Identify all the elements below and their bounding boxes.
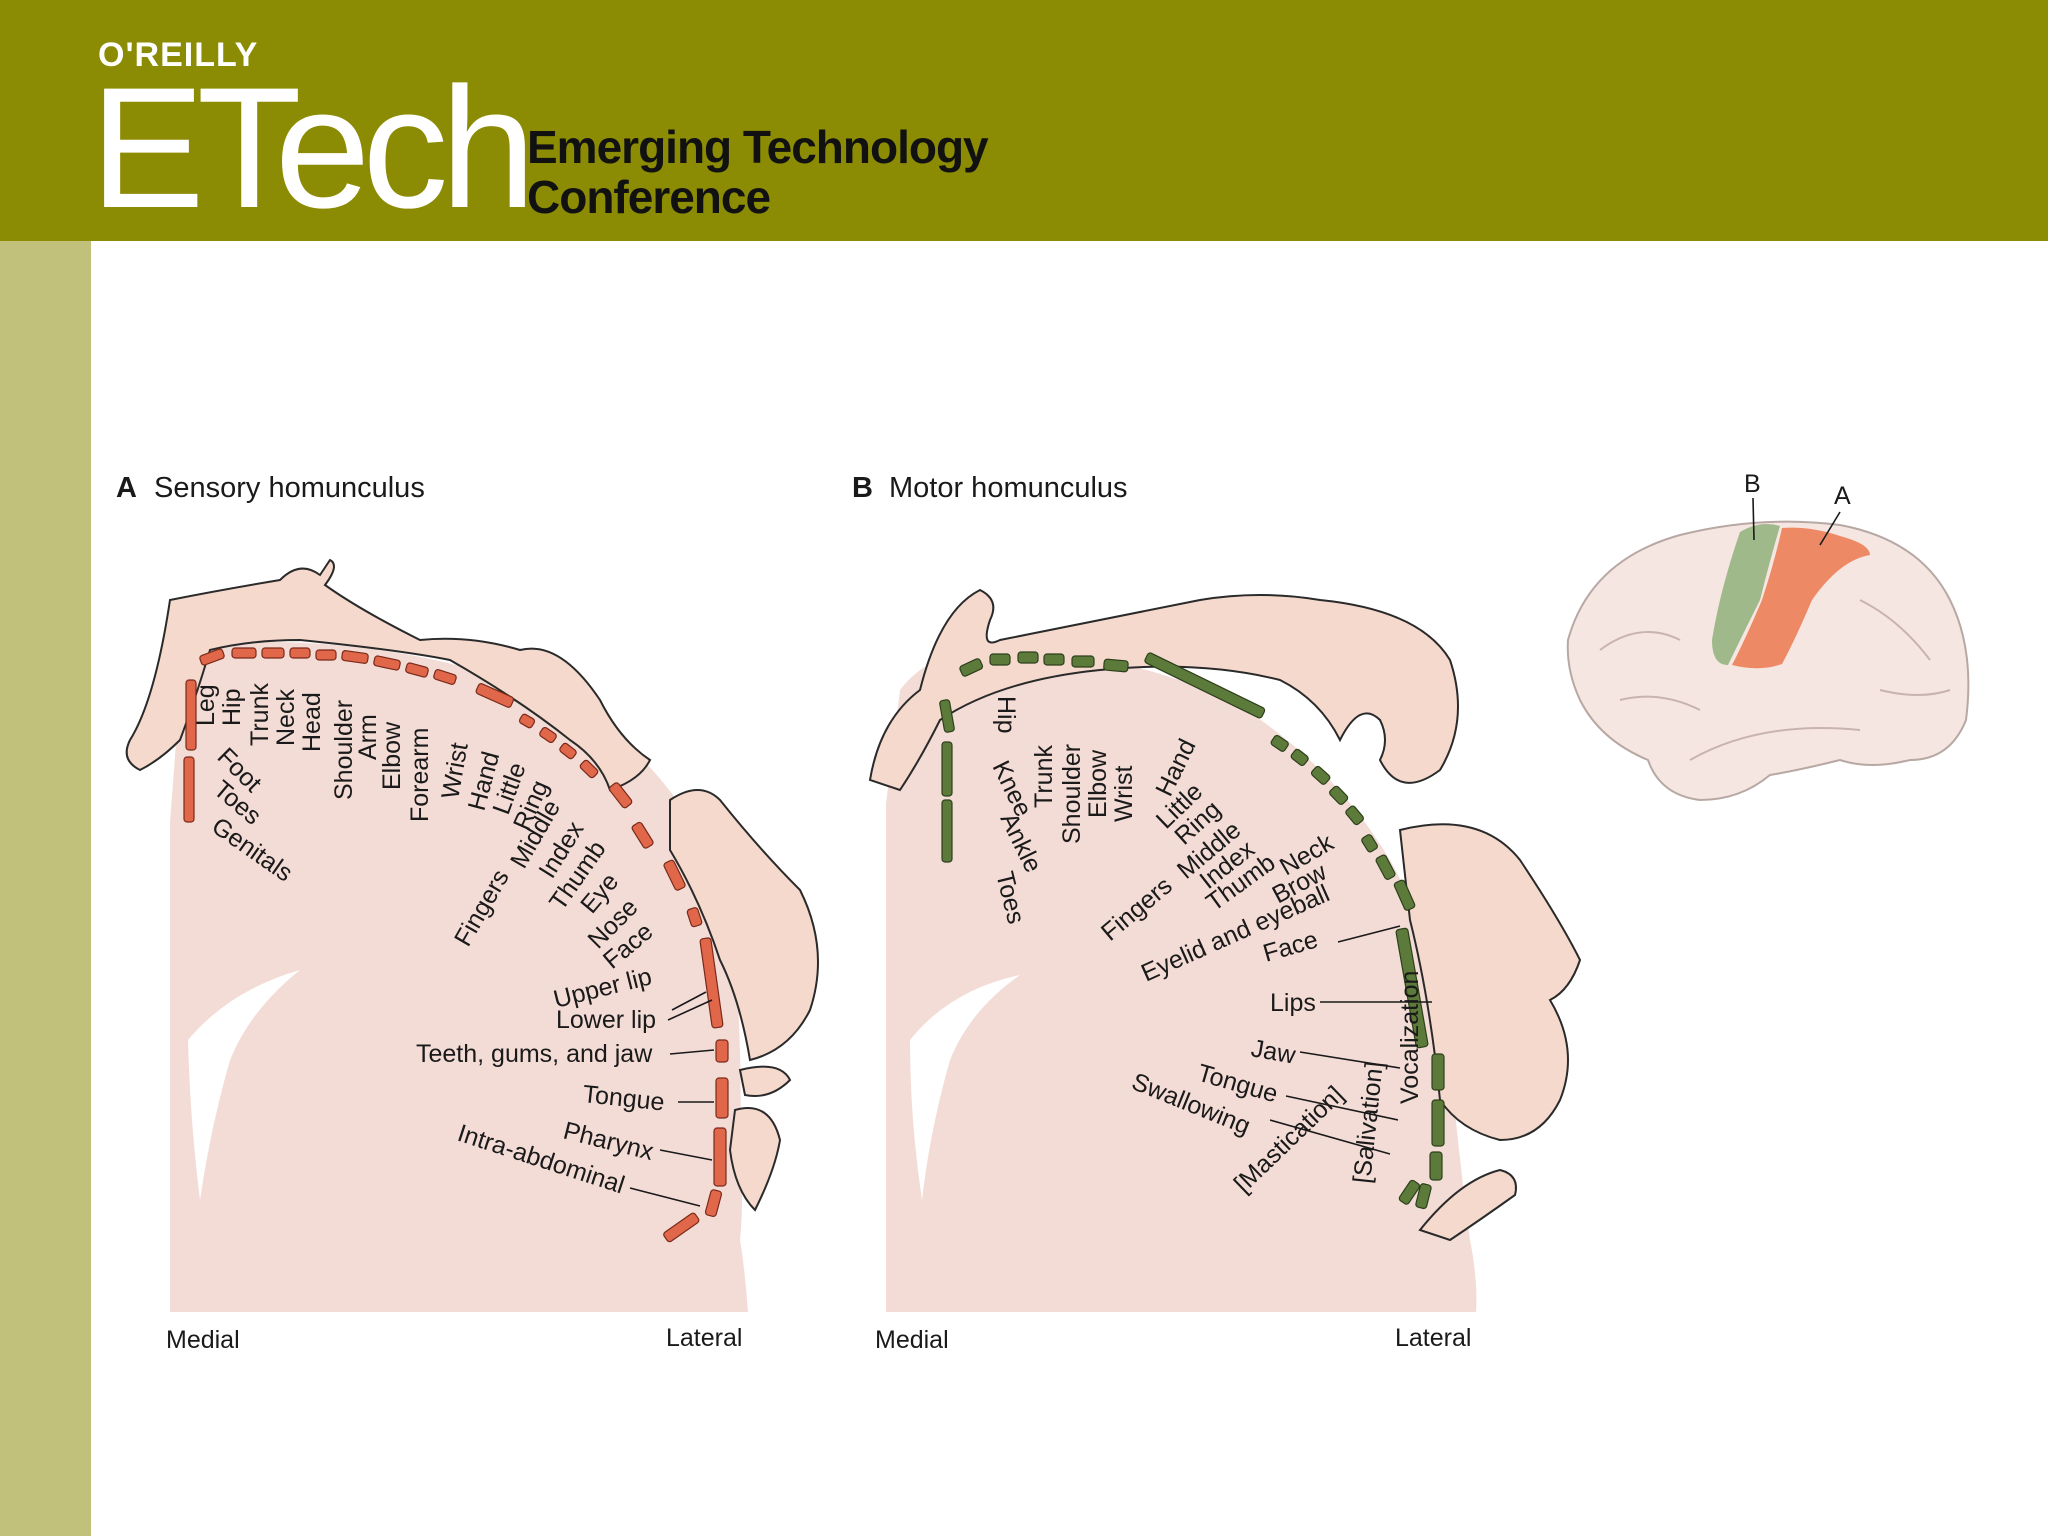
panel-b-title: Motor homunculus	[889, 472, 1128, 504]
panel-b-letter: B	[852, 472, 873, 504]
label-teeth-gums-jaw: Teeth, gums, and jaw	[416, 1040, 653, 1068]
label-forearm: Forearm	[406, 728, 434, 822]
subtitle-line-2: Conference	[527, 171, 771, 223]
panel-a-medial: Medial	[166, 1326, 240, 1354]
label-vocalization: Vocalization	[1396, 971, 1424, 1104]
label-elbow-motor: Elbow	[1084, 749, 1112, 818]
panel-b-tongue	[1418, 1168, 1517, 1242]
header-banner	[0, 0, 2048, 241]
panel-a-ventricle	[188, 970, 300, 1200]
panel-a-face	[669, 789, 819, 1062]
panel-b: B Motor homunculus	[852, 472, 1582, 1354]
panel-b-leader-lines	[1269, 925, 1432, 1155]
panel-b-homunculus-body	[868, 588, 1459, 792]
label-hip: Hip	[218, 688, 246, 726]
conference-logo: ETech	[90, 52, 536, 244]
panel-b-brain-section	[886, 650, 1477, 1312]
brain-inset-leader-b	[1752, 497, 1755, 541]
label-trunk: Trunk	[246, 683, 274, 746]
panel-a-lateral: Lateral	[666, 1324, 742, 1352]
panel-a: A Sensory homunculus	[116, 472, 819, 1354]
subtitle-line-1: Emerging Technology	[527, 121, 989, 173]
label-trunk-motor: Trunk	[1030, 745, 1058, 808]
panel-a-homunculus-body	[125, 558, 652, 792]
left-accent-strip	[0, 241, 91, 1536]
brain-inset-gyri	[1599, 599, 1951, 761]
brain-inset-leader-a	[1819, 511, 1841, 546]
brain-inset-motor-strip	[1712, 524, 1780, 665]
label-hip-motor: Hip	[992, 696, 1020, 734]
label-shoulder-motor: Shoulder	[1058, 744, 1086, 844]
panel-b-cortex-segments	[939, 651, 1445, 1210]
label-elbow: Elbow	[378, 721, 406, 790]
panel-a-brain-section	[170, 641, 748, 1312]
panel-a-tongue	[728, 1065, 792, 1212]
panel-a-cortex-segments	[183, 647, 729, 1243]
publisher-logo: O'REILLY	[98, 36, 259, 74]
conference-subtitle: Emerging Technology Conference	[527, 121, 989, 223]
panel-a-title: Sensory homunculus	[154, 472, 425, 504]
label-leg: Leg	[192, 684, 220, 726]
brain-inset-label-b: B	[1744, 470, 1761, 498]
label-shoulder: Shoulder	[330, 700, 358, 800]
panel-b-lateral: Lateral	[1395, 1324, 1471, 1352]
label-lips-motor: Lips	[1270, 989, 1316, 1017]
label-wrist-motor: Wrist	[1110, 765, 1138, 822]
panel-b-medial: Medial	[875, 1326, 949, 1354]
panel-a-leader-lines	[629, 991, 715, 1207]
label-neck: Neck	[272, 689, 300, 746]
panel-b-ventricle	[910, 975, 1020, 1200]
label-arm: Arm	[354, 714, 382, 760]
brain-inset-label-a: A	[1834, 482, 1851, 510]
brain-inset: B A	[1566, 470, 1970, 802]
label-head: Head	[298, 692, 326, 752]
panel-a-letter: A	[116, 472, 137, 504]
label-lower-lip: Lower lip	[556, 1006, 656, 1034]
brain-inset-sensory-strip	[1732, 527, 1870, 669]
